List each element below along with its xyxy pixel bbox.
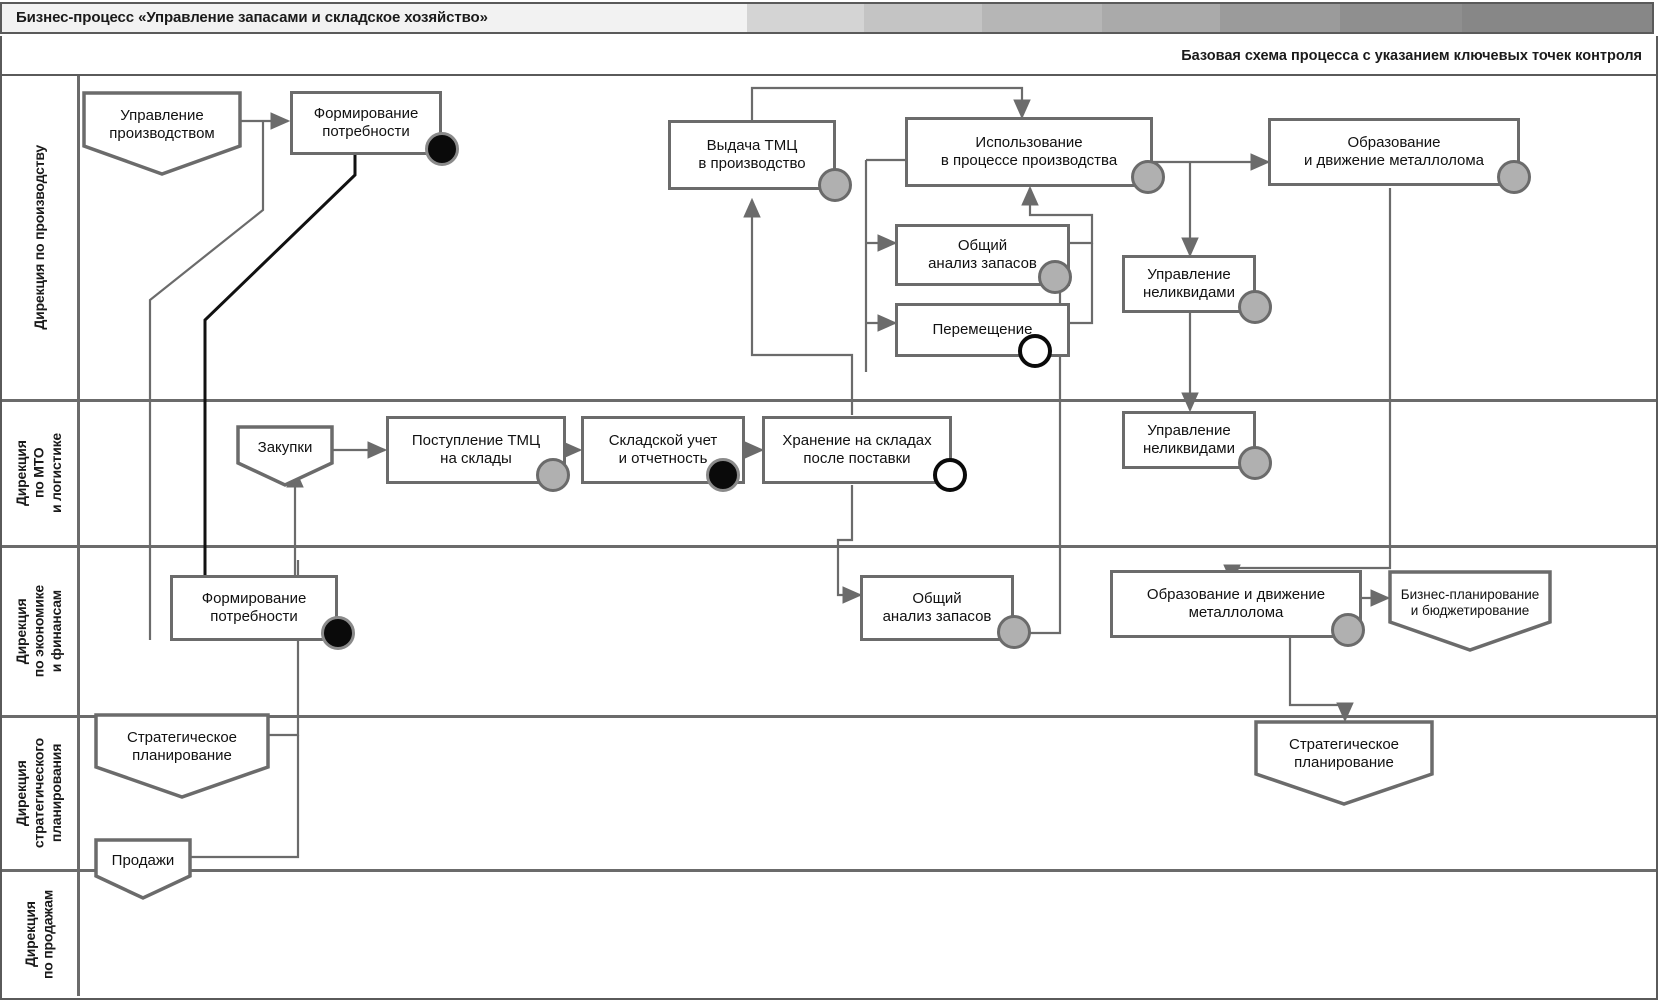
control-point-gray-scrap-production[interactable] xyxy=(1497,160,1531,194)
node-movement-label: Перемещение xyxy=(932,321,1033,338)
node-purchasing-label: Закупки xyxy=(257,439,313,456)
page-subtitle: Базовая схема процесса с указанием ключе… xyxy=(1181,48,1642,64)
control-point-white-movement[interactable] xyxy=(1018,334,1052,368)
control-point-white-storage[interactable] xyxy=(933,458,967,492)
control-point-gray-illiquid-mto[interactable] xyxy=(1238,446,1272,480)
swimlane-label-production: Дирекция по производству xyxy=(2,76,80,399)
title-bar: Бизнес-процесс «Управление запасами и ск… xyxy=(0,0,1658,36)
control-point-gray-goods-receipt[interactable] xyxy=(536,458,570,492)
pentagon-shape xyxy=(94,838,192,900)
node-sales-label: Продажи xyxy=(111,852,175,869)
control-point-gray-scrap-economics[interactable] xyxy=(1331,613,1365,647)
node-movement[interactable]: Перемещение xyxy=(895,303,1070,357)
node-purchasing[interactable]: Закупки xyxy=(236,425,334,487)
control-point-black-need-economics[interactable] xyxy=(321,616,355,650)
pentagon-shape xyxy=(236,425,334,487)
control-point-black-warehouse-accounting[interactable] xyxy=(706,458,740,492)
swimlane-label-production-text: Дирекция по производству xyxy=(30,145,47,330)
control-point-gray-issue-goods[interactable] xyxy=(818,168,852,202)
node-sales[interactable]: Продажи xyxy=(94,838,192,900)
pentagon-shape xyxy=(1254,720,1434,806)
control-point-gray-usage[interactable] xyxy=(1131,160,1165,194)
pentagon-shape xyxy=(94,713,270,799)
pentagon-shape xyxy=(1388,570,1552,652)
subtitle-bar: Базовая схема процесса с указанием ключе… xyxy=(0,36,1658,76)
control-point-black-need-production[interactable] xyxy=(425,132,459,166)
control-point-gray-stock-analysis-production[interactable] xyxy=(1038,260,1072,294)
title-bar-gradient xyxy=(0,2,1654,34)
page-title: Бизнес-процесс «Управление запасами и ск… xyxy=(16,9,488,26)
control-point-gray-illiquid-production[interactable] xyxy=(1238,290,1272,324)
control-point-gray-stock-analysis-economics[interactable] xyxy=(997,615,1031,649)
pentagon-shape xyxy=(82,91,242,176)
